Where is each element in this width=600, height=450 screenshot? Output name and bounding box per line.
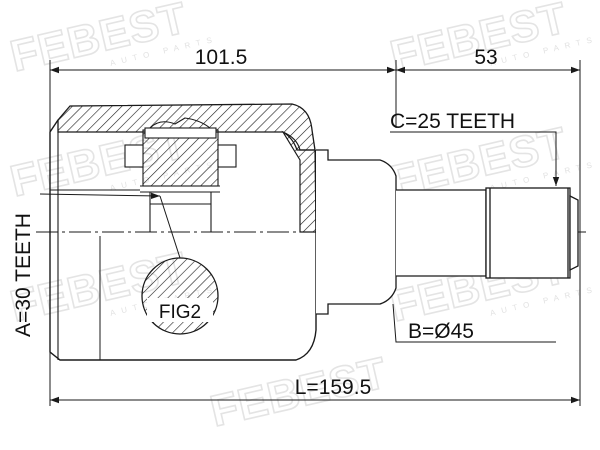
overall-length-label: L=159.5 [295, 376, 372, 399]
teeth-inner-label: A=30 TEETH [12, 213, 35, 337]
detail-label: FIG2 [159, 302, 201, 323]
joint-housing [49, 103, 317, 361]
watermark-logo: FEBEST [6, 0, 192, 81]
diameter-label: B=Ø45 [408, 320, 474, 343]
dimension-upper-left: 101.5 [195, 46, 248, 69]
detail-callout: FIG2 [39, 192, 219, 335]
callout-leaders [390, 131, 560, 343]
housing-outline [49, 119, 317, 361]
watermark-logo: FEBEST [386, 0, 572, 81]
internal-bearing [124, 117, 237, 232]
output-shaft [316, 149, 579, 315]
dimension-upper-right: 53 [474, 46, 497, 69]
housing-wall-hatch [281, 130, 317, 233]
teeth-outer-label: C=25 TEETH [390, 110, 515, 133]
